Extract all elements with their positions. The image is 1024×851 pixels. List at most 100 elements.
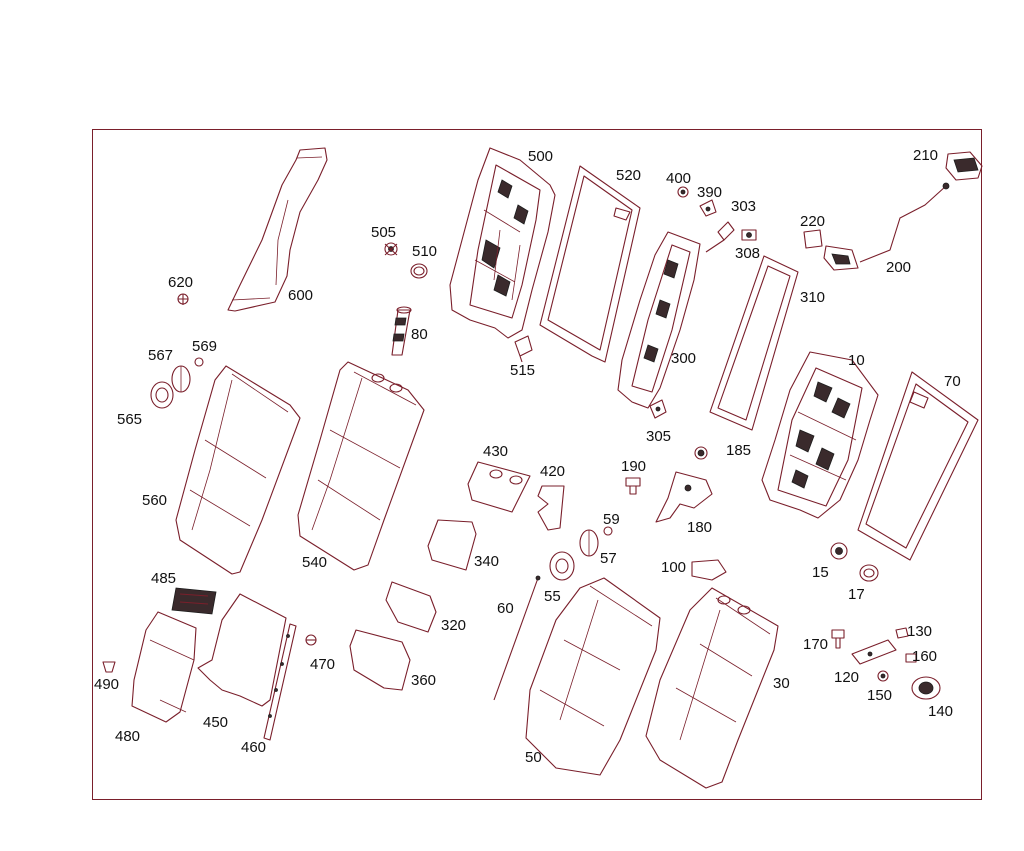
label-220: 220: [800, 213, 825, 230]
label-15: 15: [812, 564, 829, 581]
part-220-connector: [803, 229, 859, 271]
label-515: 515: [510, 362, 535, 379]
part-420-bracket: [537, 485, 565, 531]
label-308: 308: [735, 245, 760, 262]
part-505-retainer: [384, 242, 398, 256]
label-170: 170: [803, 636, 828, 653]
label-80: 80: [411, 326, 428, 343]
label-185: 185: [726, 442, 751, 459]
label-303: 303: [731, 198, 756, 215]
label-520: 520: [616, 167, 641, 184]
part-310-backrest-panel: [709, 255, 799, 431]
label-200: 200: [886, 259, 911, 276]
part-460-rail: [263, 623, 297, 741]
part-520-backrest-panel: [539, 165, 641, 363]
part-185-nut: [694, 446, 708, 460]
part-430-cover: [467, 461, 531, 513]
label-470: 470: [310, 656, 335, 673]
part-470-clip: [305, 634, 317, 646]
part-560-backrest-cover: [175, 365, 301, 575]
label-360: 360: [411, 672, 436, 689]
part-150-bolt: [877, 670, 889, 682]
label-565: 565: [117, 411, 142, 428]
label-60: 60: [497, 600, 514, 617]
part-303-lever: [705, 221, 735, 253]
label-540: 540: [302, 554, 327, 571]
part-620-clip: [177, 293, 189, 305]
label-505: 505: [371, 224, 396, 241]
part-340-cover: [427, 519, 477, 571]
part-160-screw: [905, 653, 917, 663]
part-400-nut: [677, 186, 689, 198]
part-360-cover: [349, 629, 411, 691]
label-340: 340: [474, 553, 499, 570]
label-190: 190: [621, 458, 646, 475]
part-190-bolt: [625, 477, 641, 495]
label-485: 485: [151, 570, 176, 587]
part-480-armrest: [131, 611, 197, 723]
part-59-pin: [603, 526, 613, 536]
label-510: 510: [412, 243, 437, 260]
part-55-disc: [549, 551, 575, 581]
label-320: 320: [441, 617, 466, 634]
part-510-ring: [410, 263, 428, 279]
part-390-clip: [699, 199, 717, 217]
label-210: 210: [913, 147, 938, 164]
part-120-bracket: [851, 639, 897, 665]
label-567: 567: [148, 347, 173, 364]
part-180-hinge-bracket: [655, 471, 713, 523]
part-485-cupholder: [171, 587, 217, 615]
part-305-bracket: [649, 399, 667, 419]
part-10-backrest-frame: [761, 351, 879, 519]
part-57-disc: [579, 529, 599, 557]
part-70-backrest-panel: [857, 371, 979, 561]
label-420: 420: [540, 463, 565, 480]
label-430: 430: [483, 443, 508, 460]
part-15-bushing: [830, 542, 848, 560]
label-569: 569: [192, 338, 217, 355]
part-80-guide-tube: [391, 306, 412, 356]
label-55: 55: [544, 588, 561, 605]
label-390: 390: [697, 184, 722, 201]
part-140-motor: [911, 676, 941, 700]
part-100-cover: [691, 559, 727, 581]
part-30-seat-cover: [645, 587, 779, 789]
label-30: 30: [773, 675, 790, 692]
part-130-clip: [895, 627, 909, 639]
label-460: 460: [241, 739, 266, 756]
label-400: 400: [666, 170, 691, 187]
label-130: 130: [907, 623, 932, 640]
label-480: 480: [115, 728, 140, 745]
label-600: 600: [288, 287, 313, 304]
part-17-ring: [859, 564, 879, 582]
label-50: 50: [525, 749, 542, 766]
label-160: 160: [912, 648, 937, 665]
part-308-bolt: [741, 229, 757, 241]
label-300: 300: [671, 350, 696, 367]
label-100: 100: [661, 559, 686, 576]
label-305: 305: [646, 428, 671, 445]
part-569-pin: [194, 357, 204, 367]
diagram-frame: [92, 129, 982, 800]
part-200-cable: [859, 182, 950, 263]
label-180: 180: [687, 519, 712, 536]
part-320-cover: [385, 581, 437, 633]
label-120: 120: [834, 669, 859, 686]
part-600-backrest-trim: [227, 147, 328, 312]
part-565-disc: [150, 381, 174, 409]
label-450: 450: [203, 714, 228, 731]
part-500-backrest-frame: [449, 147, 556, 339]
label-10: 10: [848, 352, 865, 369]
label-17: 17: [848, 586, 865, 603]
label-490: 490: [94, 676, 119, 693]
label-500: 500: [528, 148, 553, 165]
part-210-switch: [945, 151, 983, 181]
label-57: 57: [600, 550, 617, 567]
part-50-seat-cover: [525, 577, 661, 776]
label-70: 70: [944, 373, 961, 390]
label-150: 150: [867, 687, 892, 704]
part-515-bracket: [514, 335, 533, 363]
part-300-backrest-frame: [617, 231, 701, 409]
part-170-bolt: [831, 629, 845, 649]
